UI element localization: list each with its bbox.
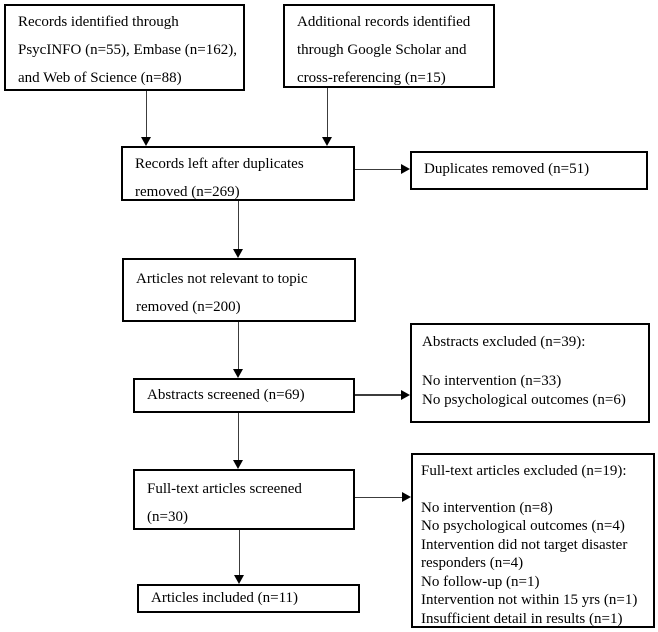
box-text-line: cross-referencing (n=15) [297,70,446,86]
box-fulltext-excluded: Full-text articles excluded (n=19): No i… [411,453,655,628]
excluded-item: No intervention (n=33) [422,372,562,389]
box-text-line: removed (n=200) [136,299,241,315]
excluded-item: Intervention not within 15 yrs (n=1) [421,592,638,608]
box-text-line: (n=30) [147,509,188,525]
arrow-line [355,168,402,170]
box-text-line: Records left after duplicates [135,156,304,172]
excluded-item: Intervention did not target disaster res… [421,536,628,572]
arrowhead-down [233,249,243,258]
arrowhead-down [234,575,244,584]
arrowhead-right [401,164,410,174]
box-additional-records: Additional records identified through Go… [283,4,495,88]
box-text-line: Duplicates removed (n=51) [424,161,590,177]
box-text-line: Additional records identified [297,14,471,30]
arrowhead-right [402,492,411,502]
arrow-line [237,413,239,461]
box-text-line: through Google Scholar and [297,42,467,58]
box-articles-not-relevant: Articles not relevant to topic removed (… [122,258,356,322]
arrowhead-down [141,137,151,146]
excluded-item: No follow-up (n=1) [421,573,540,590]
arrow-line [145,91,147,138]
box-title: Abstracts excluded (n=39): [422,334,586,350]
box-text-line: Full-text articles screened [147,481,302,497]
box-records-after-duplicates: Records left after duplicates removed (n… [121,146,355,201]
arrow-line [326,88,328,138]
box-text-line: PsycINFO (n=55), Embase (n=162), [18,42,237,58]
arrowhead-right [401,389,410,400]
excluded-item: No intervention (n=8) [421,499,553,516]
box-duplicates-removed: Duplicates removed (n=51) [410,151,648,190]
box-title: Full-text articles excluded (n=19): [421,463,627,479]
arrow-line [355,394,402,396]
blank-line [421,481,649,499]
blank-line [422,353,644,372]
arrowhead-down [233,369,243,378]
box-text-line: and Web of Science (n=88) [18,70,182,86]
box-fulltext-screened: Full-text articles screened (n=30) [133,469,355,530]
excluded-item: No psychological outcomes (n=4) [421,518,625,534]
arrow-line [355,496,403,498]
box-text-line: Abstracts screened (n=69) [147,387,305,403]
box-text-line: Articles not relevant to topic [136,271,308,287]
box-abstracts-excluded: Abstracts excluded (n=39): No interventi… [410,323,650,423]
box-text-line: Records identified through [18,14,179,30]
box-articles-included: Articles included (n=11) [137,584,360,613]
box-records-identified: Records identified through PsycINFO (n=5… [4,4,245,91]
excluded-item: Insufficient detail in results (n=1) [421,610,623,627]
box-text-line: removed (n=269) [135,184,240,200]
arrowhead-down [322,137,332,146]
arrowhead-down [233,460,243,469]
box-abstracts-screened: Abstracts screened (n=69) [133,378,355,413]
box-text-line: Articles included (n=11) [151,590,299,606]
excluded-item: No psychological outcomes (n=6) [422,392,626,408]
arrow-line [237,322,239,370]
arrow-line [237,201,239,250]
arrow-line [238,530,240,576]
